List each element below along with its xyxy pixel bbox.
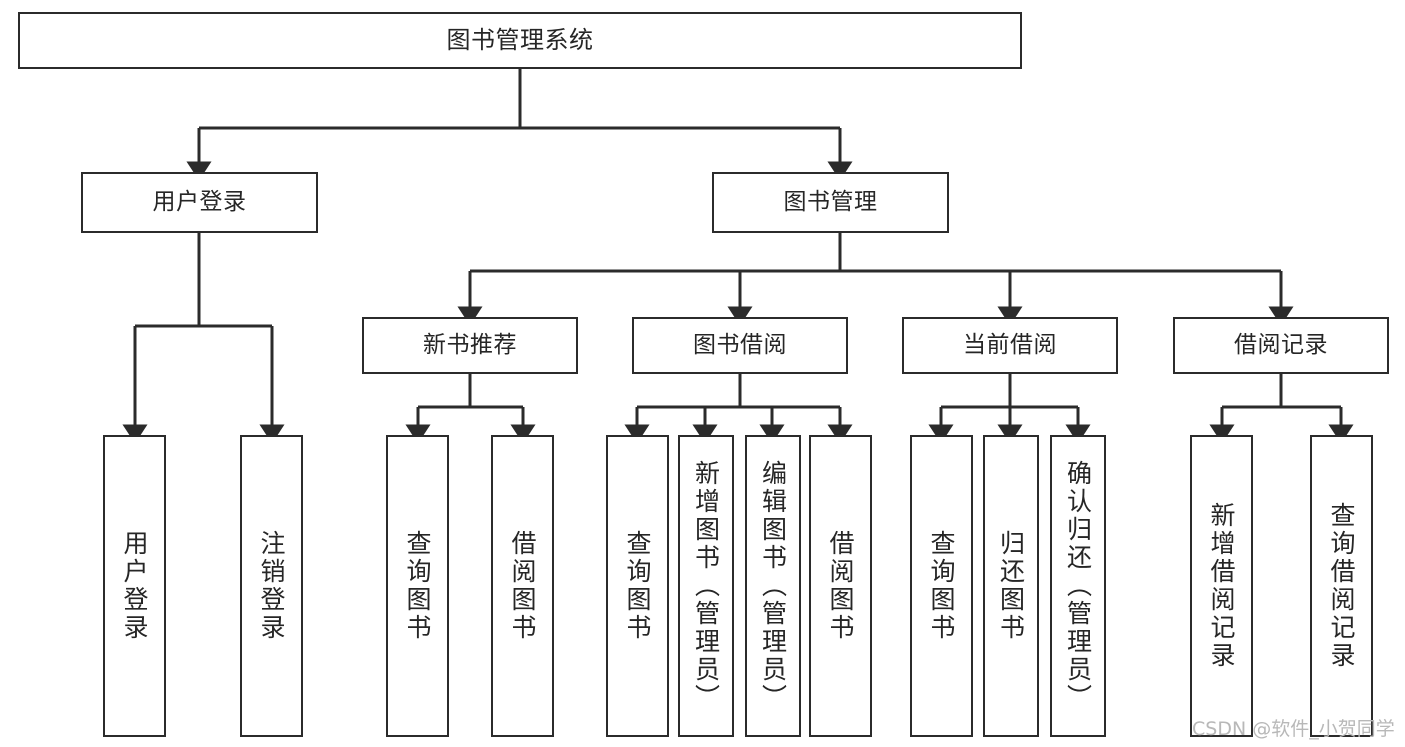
node-book-manage[interactable]: 图书管理 bbox=[712, 172, 949, 233]
node-leaf-query-book-borrow[interactable]: 查询图书 bbox=[606, 435, 669, 737]
node-leaf-confirm-return-admin-label: 确认归还（管理员） bbox=[1063, 460, 1093, 712]
node-root-label: 图书管理系统 bbox=[446, 26, 594, 55]
node-leaf-edit-book-admin-label: 编辑图书（管理员） bbox=[758, 460, 788, 712]
node-leaf-borrow-book-label: 借阅图书 bbox=[826, 530, 855, 642]
node-leaf-borrow-book[interactable]: 借阅图书 bbox=[809, 435, 872, 737]
node-leaf-confirm-return-admin[interactable]: 确认归还（管理员） bbox=[1050, 435, 1106, 737]
node-new-book-recommend-label: 新书推荐 bbox=[423, 331, 517, 358]
node-leaf-return-book[interactable]: 归还图书 bbox=[983, 435, 1039, 737]
node-leaf-query-book-current[interactable]: 查询图书 bbox=[910, 435, 973, 737]
node-book-borrow[interactable]: 图书借阅 bbox=[632, 317, 848, 374]
node-leaf-edit-book-admin[interactable]: 编辑图书（管理员） bbox=[745, 435, 801, 737]
node-leaf-query-book-current-label: 查询图书 bbox=[927, 530, 956, 642]
node-leaf-query-book-recommend[interactable]: 查询图书 bbox=[386, 435, 449, 737]
node-leaf-add-borrow-record-label: 新增借阅记录 bbox=[1207, 502, 1236, 670]
node-leaf-query-book-borrow-label: 查询图书 bbox=[623, 530, 652, 642]
node-leaf-logout[interactable]: 注销登录 bbox=[240, 435, 303, 737]
node-user-login-label: 用户登录 bbox=[152, 188, 247, 215]
node-leaf-query-borrow-record-label: 查询借阅记录 bbox=[1327, 502, 1356, 670]
node-book-borrow-label: 图书借阅 bbox=[693, 331, 787, 358]
node-new-book-recommend[interactable]: 新书推荐 bbox=[362, 317, 578, 374]
node-borrow-record-label: 借阅记录 bbox=[1234, 331, 1328, 358]
node-leaf-user-login[interactable]: 用户登录 bbox=[103, 435, 166, 737]
node-leaf-logout-label: 注销登录 bbox=[257, 530, 286, 642]
node-root[interactable]: 图书管理系统 bbox=[18, 12, 1022, 69]
node-leaf-add-borrow-record[interactable]: 新增借阅记录 bbox=[1190, 435, 1253, 737]
node-leaf-borrow-book-recommend[interactable]: 借阅图书 bbox=[491, 435, 554, 737]
node-user-login[interactable]: 用户登录 bbox=[81, 172, 318, 233]
node-current-borrow-label: 当前借阅 bbox=[963, 331, 1057, 358]
node-leaf-return-book-label: 归还图书 bbox=[996, 530, 1026, 642]
node-book-manage-label: 图书管理 bbox=[783, 188, 878, 215]
node-leaf-add-book-admin[interactable]: 新增图书（管理员） bbox=[678, 435, 734, 737]
node-leaf-user-login-label: 用户登录 bbox=[120, 530, 149, 642]
node-borrow-record[interactable]: 借阅记录 bbox=[1173, 317, 1389, 374]
node-leaf-add-book-admin-label: 新增图书（管理员） bbox=[691, 460, 721, 712]
node-leaf-query-book-recommend-label: 查询图书 bbox=[403, 530, 432, 642]
node-current-borrow[interactable]: 当前借阅 bbox=[902, 317, 1118, 374]
node-leaf-query-borrow-record[interactable]: 查询借阅记录 bbox=[1310, 435, 1373, 737]
node-leaf-borrow-book-recommend-label: 借阅图书 bbox=[508, 530, 537, 642]
